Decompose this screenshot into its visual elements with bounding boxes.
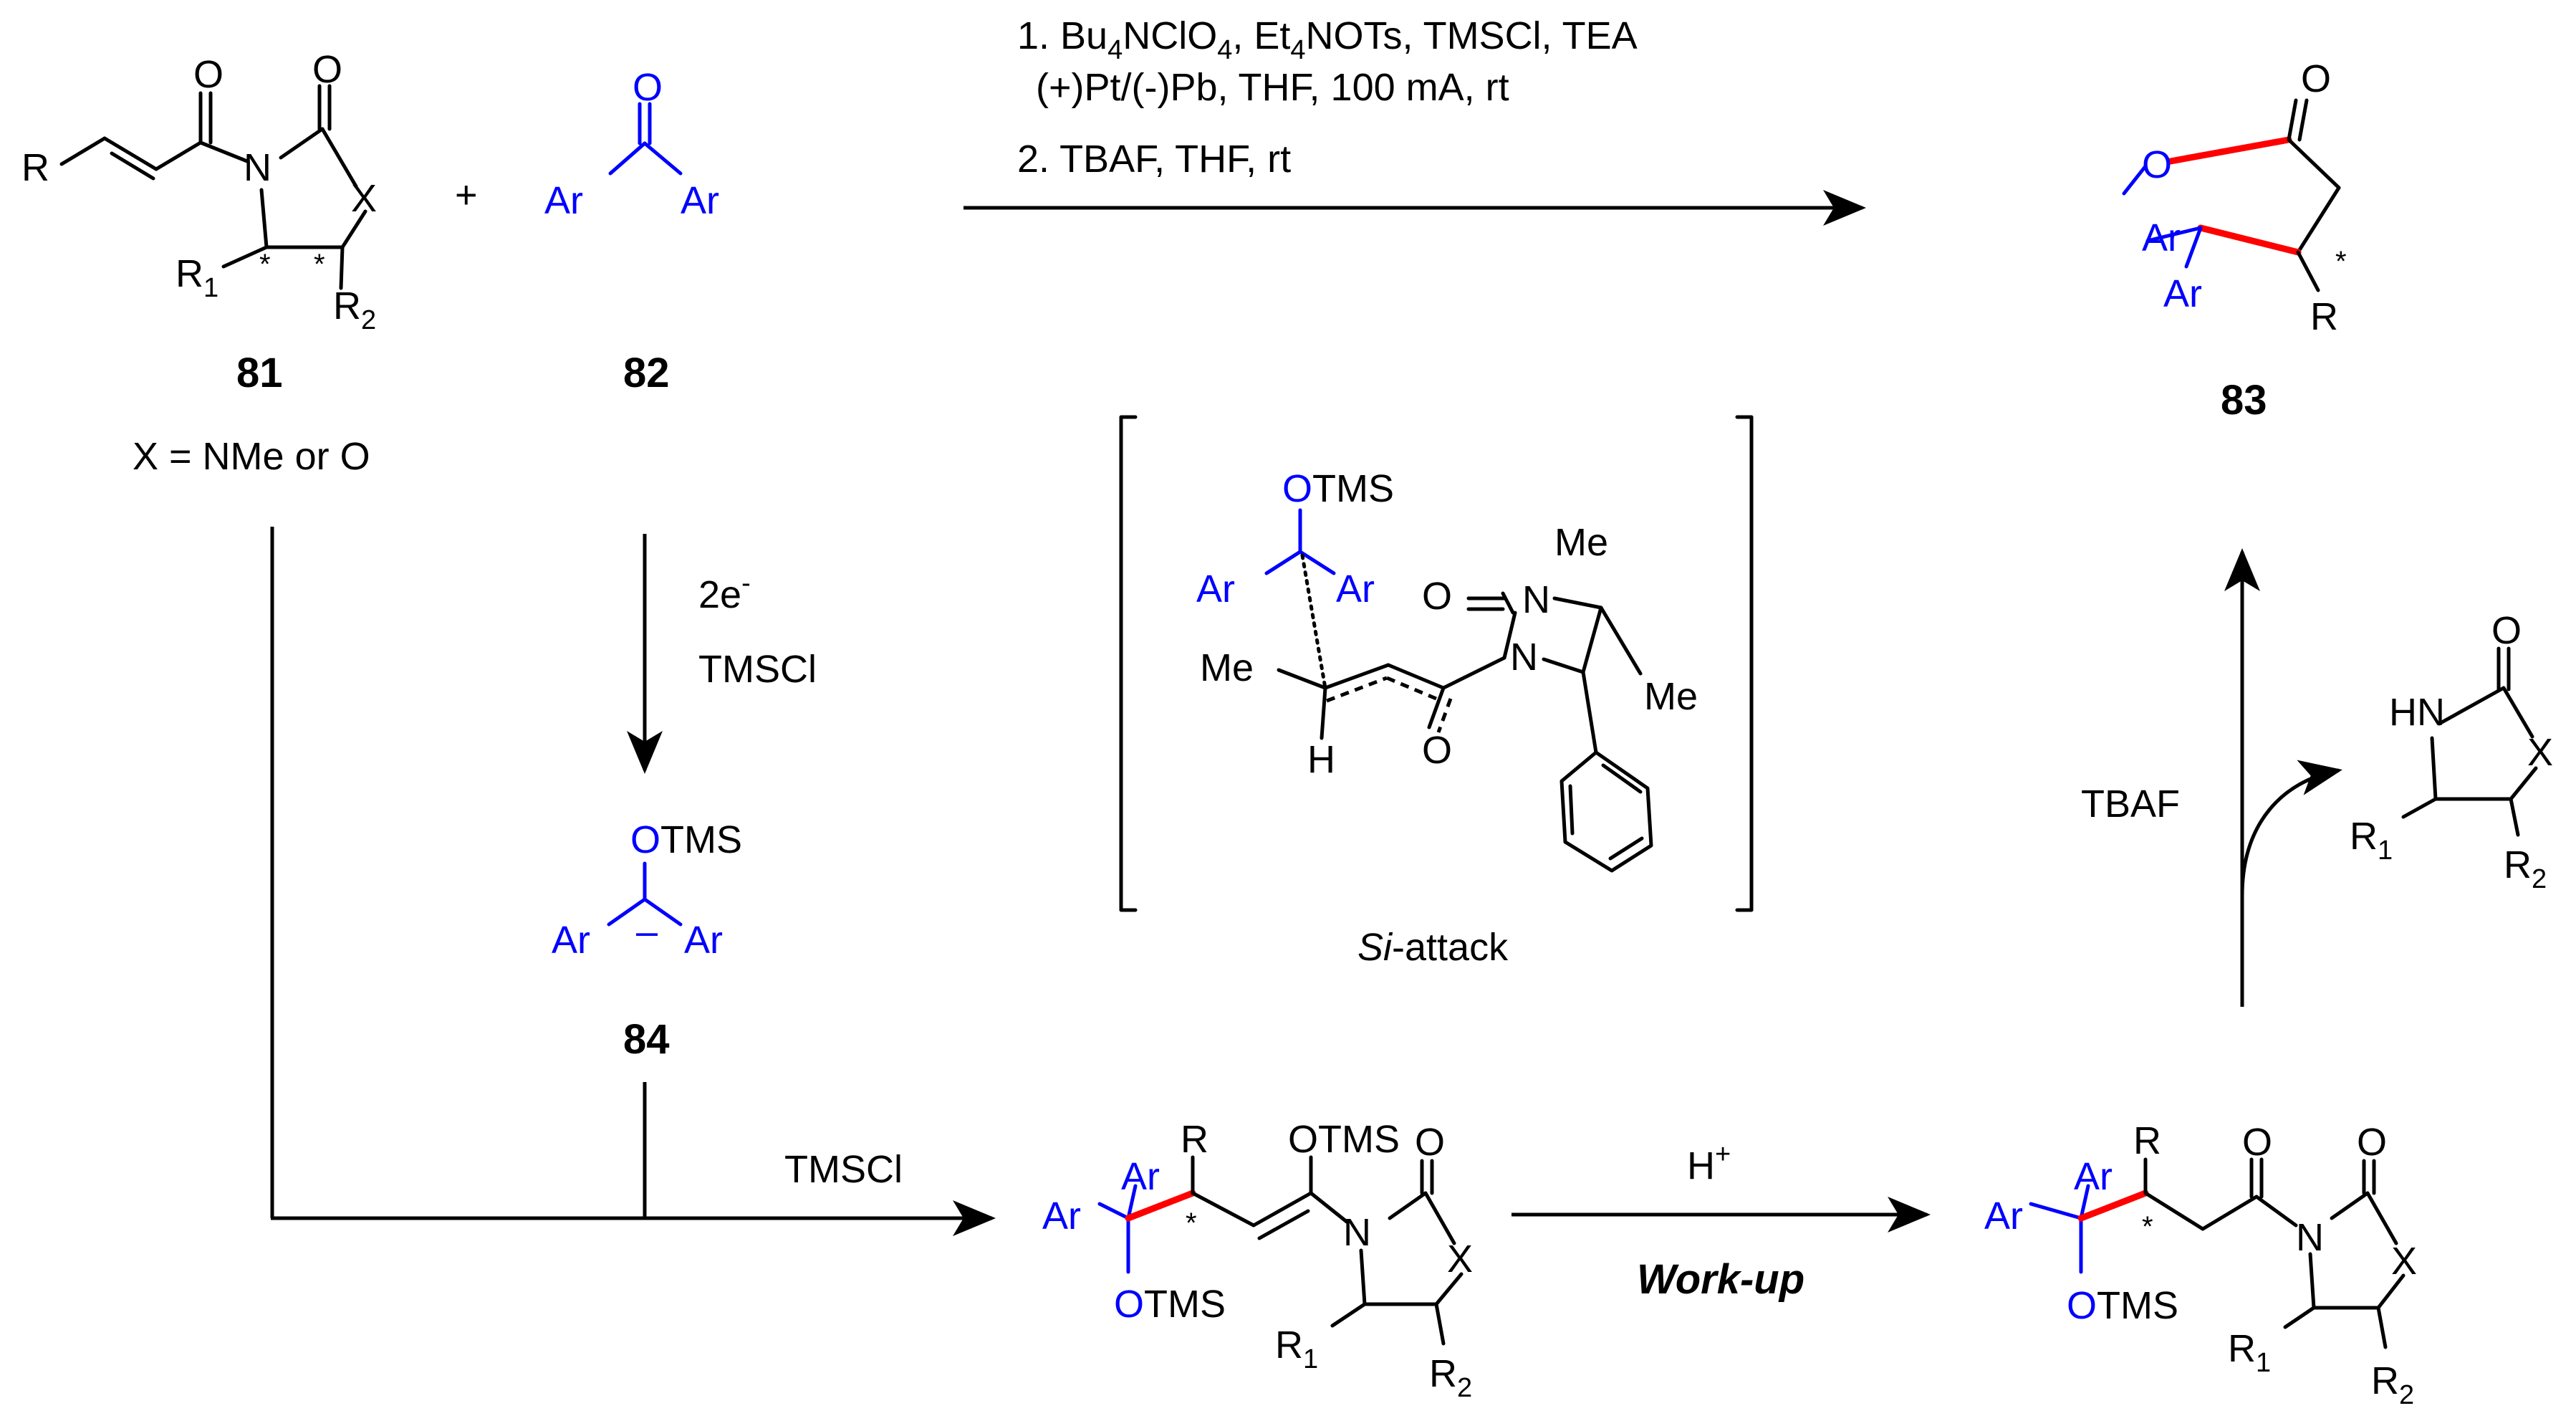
atom-label: O bbox=[1422, 575, 1452, 618]
carbanion-charge: – bbox=[636, 910, 658, 953]
compound-number-84: 84 bbox=[623, 1016, 670, 1063]
aryl-label: Ar bbox=[1196, 568, 1235, 611]
auxiliary-release-arrow bbox=[2240, 760, 2342, 896]
substituent-r1: R1 bbox=[176, 252, 218, 303]
compound-number-81: 81 bbox=[236, 350, 283, 396]
conditions-step1-line1: 1. Bu4NClO4, Et4NOTs, TMSCl, TEA bbox=[1017, 14, 1638, 65]
atom-label: X bbox=[351, 177, 377, 220]
aryl-label: Ar bbox=[1042, 1195, 1081, 1238]
aryl-label: Ar bbox=[2163, 272, 2202, 315]
acid-label: H+ bbox=[1687, 1139, 1731, 1187]
otms-label: OTMS bbox=[630, 818, 742, 861]
x-definition: X = NMe or O bbox=[133, 435, 370, 478]
stereo-marker: * bbox=[1186, 1207, 1197, 1239]
stereo-marker: * bbox=[2335, 246, 2347, 277]
atom-label: O bbox=[1415, 1121, 1445, 1164]
substituent-r2: R2 bbox=[1429, 1352, 1472, 1403]
substituent-r2: R2 bbox=[333, 284, 376, 335]
compound-81-structure bbox=[59, 84, 367, 290]
atom-label: O bbox=[633, 66, 663, 109]
atom-label: N bbox=[1343, 1211, 1371, 1254]
substituent-r1: R1 bbox=[1275, 1324, 1318, 1374]
methyl-label: Me bbox=[1554, 521, 1608, 564]
substituent-r1: R1 bbox=[2228, 1327, 2271, 1378]
atom-label: R bbox=[21, 146, 49, 189]
methyl-label: Me bbox=[1644, 675, 1698, 718]
atom-label: R bbox=[2310, 295, 2338, 338]
compound-number-83: 83 bbox=[2221, 377, 2267, 424]
atom-label: N bbox=[2296, 1216, 2324, 1259]
substituent-r2: R2 bbox=[2504, 843, 2547, 894]
conditions-step1-line2: (+)Pt/(-)Pb, THF, 100 mA, rt bbox=[1036, 66, 1509, 109]
conditions-step2: 2. TBAF, THF, rt bbox=[1017, 138, 1291, 181]
aryl-label: Ar bbox=[544, 179, 583, 222]
atom-label: O bbox=[2142, 143, 2172, 186]
atom-label: R bbox=[1181, 1118, 1208, 1161]
compound-82-structure bbox=[608, 102, 683, 176]
atom-label: N bbox=[244, 146, 271, 189]
reduction-reagent: TMSCl bbox=[698, 648, 817, 691]
atom-label: X bbox=[1447, 1238, 1473, 1281]
aryl-label: Ar bbox=[2142, 216, 2181, 259]
otms-label: OTMS bbox=[2067, 1284, 2178, 1327]
atom-label: N bbox=[1522, 578, 1550, 621]
ketone-intermediate bbox=[2029, 1157, 2406, 1349]
substituent-r2: R2 bbox=[2371, 1359, 2414, 1410]
otms-label: OTMS bbox=[1114, 1283, 1226, 1326]
aryl-label: Ar bbox=[1336, 568, 1375, 611]
atom-label: O bbox=[312, 48, 342, 91]
atom-label: R bbox=[2133, 1119, 2161, 1162]
silyl-enol-intermediate bbox=[1097, 1155, 1464, 1346]
atom-label: N bbox=[1510, 636, 1538, 679]
aryl-label: Ar bbox=[2074, 1155, 2113, 1198]
compound-83-structure bbox=[2122, 98, 2341, 292]
atom-label: O bbox=[2357, 1121, 2387, 1164]
otms-label: OTMS bbox=[1288, 1118, 1400, 1161]
atom-label: O bbox=[1422, 729, 1452, 772]
aryl-label: Ar bbox=[1984, 1195, 2023, 1238]
coupling-reagent: TMSCl bbox=[784, 1148, 903, 1191]
atom-label: O bbox=[193, 53, 224, 96]
atom-label: O bbox=[2491, 609, 2522, 652]
workup-label: Work-up bbox=[1637, 1256, 1804, 1303]
methyl-label: Me bbox=[1200, 646, 1254, 689]
otms-label: OTMS bbox=[1282, 467, 1394, 510]
transition-state-brackets bbox=[1119, 415, 1754, 912]
aryl-label: Ar bbox=[684, 919, 723, 962]
released-auxiliary bbox=[2401, 646, 2538, 837]
atom-label: X bbox=[2527, 731, 2553, 774]
transition-state-structure bbox=[1264, 508, 1653, 873]
electron-label: 2e- bbox=[698, 568, 751, 616]
substituent-r1: R1 bbox=[2350, 815, 2393, 866]
aryl-label: Ar bbox=[1121, 1155, 1160, 1198]
stereo-marker: * bbox=[2142, 1211, 2153, 1243]
compound-84-structure bbox=[607, 861, 683, 927]
atom-label: O bbox=[2242, 1121, 2272, 1164]
aryl-label: Ar bbox=[681, 179, 719, 222]
si-attack-caption: Si-attack bbox=[1357, 926, 1509, 969]
plus-sign: + bbox=[455, 173, 478, 216]
atom-label: HN bbox=[2389, 691, 2445, 734]
atom-label: H bbox=[1307, 738, 1335, 781]
atom-label: X bbox=[2391, 1240, 2417, 1283]
compound-number-82: 82 bbox=[623, 350, 670, 396]
atom-label: O bbox=[2301, 57, 2331, 100]
stereo-marker: * bbox=[314, 249, 325, 280]
aryl-label: Ar bbox=[552, 919, 590, 962]
tbaf-label: TBAF bbox=[2081, 783, 2180, 826]
stereo-marker: * bbox=[259, 249, 271, 280]
